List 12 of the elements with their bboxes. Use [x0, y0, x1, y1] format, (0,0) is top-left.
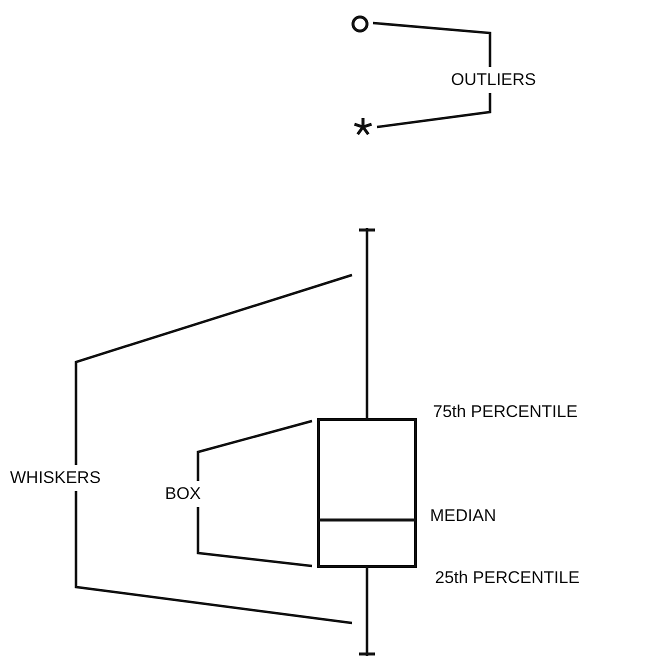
leader-line — [376, 93, 492, 128]
annotation-label: 75th PERCENTILE — [433, 402, 578, 422]
annotation-label: 25th PERCENTILE — [435, 568, 580, 588]
callout-text: OUTLIERS — [451, 70, 536, 90]
leader-line — [74, 491, 352, 624]
annotation-label: MEDIAN — [430, 506, 496, 526]
callout-text: WHISKERS — [10, 468, 101, 488]
leader-line — [372, 22, 492, 67]
callout-text: BOX — [165, 484, 201, 504]
leader-line — [74, 274, 352, 465]
leader-line — [196, 420, 312, 481]
leader-line — [196, 507, 312, 568]
